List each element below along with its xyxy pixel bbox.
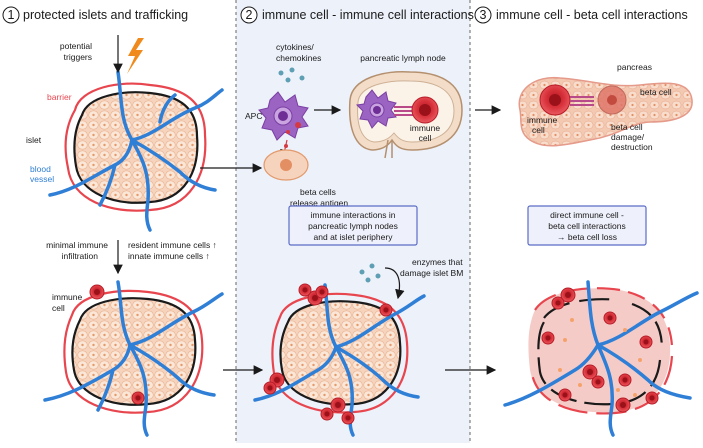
info-box-beta: direct immune cell - beta cell interacti… [527,205,647,246]
info-box-frame [527,205,647,246]
minimal-infiltration-label-2: infiltration [62,251,99,261]
info-box-line-3: → beta cell loss [557,232,617,242]
info-box-lymph: immune interactions in pancreatic lymph … [288,205,418,246]
panel-1-number: 1 [8,8,15,22]
immune-cell-cluster [263,283,393,425]
blood-vessel-2 [43,280,224,437]
islet-label: islet [26,135,42,145]
beta-damage-label-1: beta cell [611,122,643,132]
barrier-ring-3 [271,292,409,414]
infiltrated-islet-2 [253,283,426,437]
panel-1-title: protected islets and trafficking [23,8,188,22]
apc-label: APC [245,111,262,121]
panel-2-header: 2 immune cell - immune cell interactions [240,6,474,24]
resident-cells-label-2: innate immune cells ↑ [128,251,210,261]
cytokines-label-1: cytokines/ [276,42,314,52]
panel-3-number: 3 [480,8,487,22]
enzymes-label-1: enzymes that [412,257,463,267]
panel-1-header: 1 protected islets and trafficking [2,6,188,24]
panel-1-number-circle [2,6,20,24]
infiltrated-islet-1: immune cell [43,280,224,437]
apc-cell [258,91,309,141]
beta-cell-remnants [558,318,642,397]
immune-cells-infiltrating [541,287,659,413]
beta-cell-pancreas [597,85,627,115]
pancreas-label: pancreas [617,62,652,72]
enzyme-dots [359,263,381,283]
blood-vessel [48,70,224,232]
synapse [394,106,414,116]
lightning-bolt-icon [127,38,144,74]
enzymes-label-2: damage islet BM [400,268,463,278]
info-box-frame [288,205,418,246]
triggers-label-2: triggers [64,52,92,62]
blood-vessel-4 [503,280,699,437]
beta-damage-label-3: destruction [611,142,653,152]
broken-islet-boundary [537,321,662,406]
info-box-line-1: immune interactions in [310,210,395,220]
panel-3-number-circle [474,6,492,24]
apc-in-lymph-node [355,89,397,129]
panel-3-header: 3 immune cell - beta cell interactions [474,6,688,24]
broken-islet-boundary [631,302,664,351]
blood-vessel-label-2: vessel [30,174,54,184]
info-box-line-2: beta cell interactions [548,221,626,231]
immune-cell-lymph-node [411,96,439,124]
immune-cell-nucleus [94,289,100,295]
minimal-infiltration-label-1: minimal immune [46,240,108,250]
destroyed-islet [503,280,699,437]
triggers-label-1: potential [60,41,92,51]
barrier-label: barrier [47,92,72,102]
immune-cell-p3-label-2: cell [532,125,545,135]
panel-2-number-circle [240,6,258,24]
beta-release-label-2: release antigen [290,198,348,208]
immune-cell-ln-label-2: cell [419,133,432,143]
beta-cell-label: beta cell [640,87,672,97]
cytokines-label-2: chemokines [276,53,321,63]
immune-cell-pancreas [539,84,571,116]
broken-barrier [530,355,674,415]
blood-vessel-label-1: blood [30,164,51,174]
beta-damage-label-2: damage/ [611,132,645,142]
info-box-line-2: pancreatic lymph nodes [308,221,398,231]
protected-islet: barrier islet blood vessel potential tri… [26,35,224,232]
panel-3-title: immune cell - beta cell interactions [496,8,688,22]
blood-vessel-3 [253,283,426,437]
resident-cells-label-1: resident immune cells ↑ [128,240,217,250]
synapse-pancreas [570,96,594,106]
immune-cell-nucleus [135,395,141,401]
lymph-node-label: pancreatic lymph node [360,53,446,63]
cytokine-dots [278,67,305,83]
enzyme-arrow [384,267,405,300]
immune-cell-ln-label-1: immune [410,123,441,133]
panel-2-title: immune cell - immune cell interactions [262,8,474,22]
info-box-line-3: and at islet periphery [314,232,394,242]
beta-release-label-1: beta cells [300,187,336,197]
barrier-ring-2 [63,289,204,414]
immune-cell-label-1: immune [52,292,83,302]
broken-islet-boundary [543,298,619,319]
beta-cell [263,149,309,181]
immune-cell-label-2: cell [52,303,65,313]
panel-2-number: 2 [246,8,253,22]
immune-cell-p3-label-1: immune [527,115,558,125]
antigen-dot [286,130,290,134]
info-box-line-1: direct immune cell - [550,210,624,220]
antigen-dot [284,144,288,148]
